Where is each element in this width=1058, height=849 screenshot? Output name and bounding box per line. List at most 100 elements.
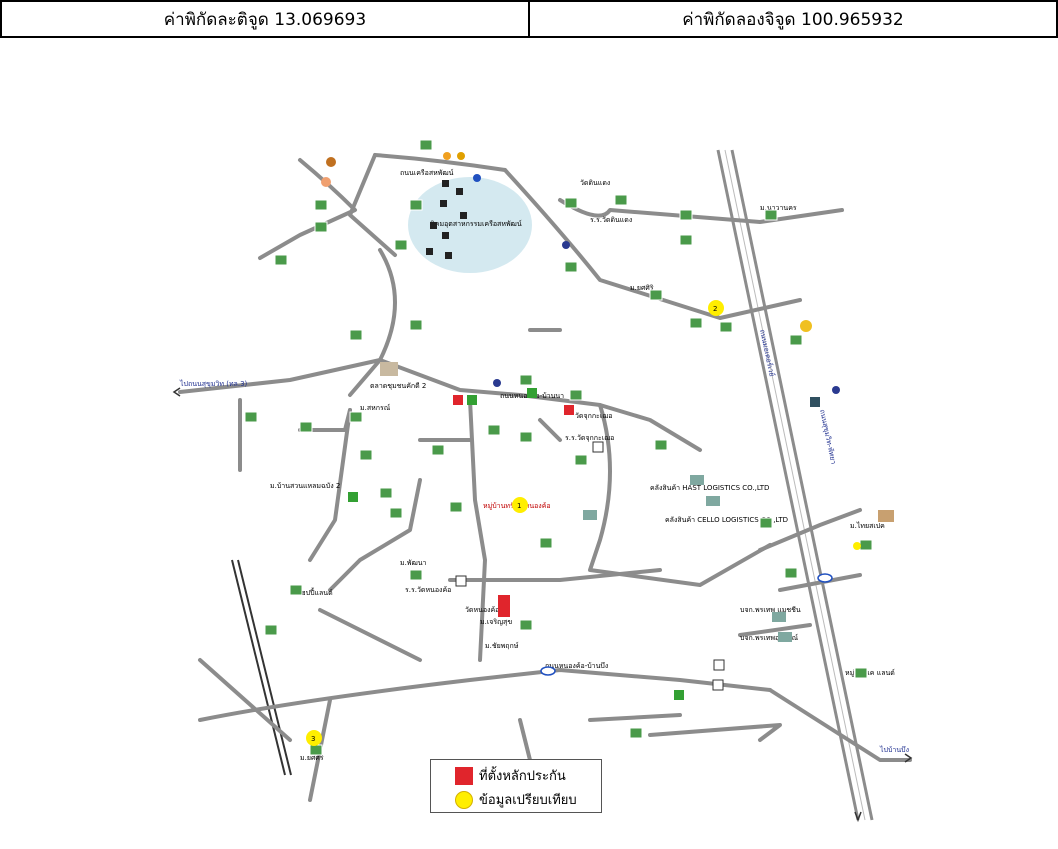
- coordinate-header: ค่าพิกัดละติจูด 13.069693 ค่าพิกัดลองจิจ…: [0, 0, 1058, 38]
- road-arrows: [172, 387, 913, 823]
- arrow-east: [904, 753, 913, 763]
- arrow-south: [854, 811, 862, 823]
- village-icon: [679, 234, 693, 246]
- village-icon: [519, 619, 533, 631]
- village-icon: [784, 567, 798, 579]
- thai-spec-label: ม.ไทยสเปค: [850, 521, 885, 530]
- warehouse-icon: [690, 475, 704, 485]
- pattaya-road-label: ถนนสุขุมวิท-พัทยา: [818, 409, 837, 465]
- village-icon: [314, 199, 328, 211]
- village-icon: [244, 411, 258, 423]
- happy-label: ม.แฮปปี้แลนด์: [290, 586, 333, 597]
- poi-icon: [321, 177, 331, 187]
- poi-icon: [674, 690, 684, 700]
- village-icon: [431, 444, 445, 456]
- comparable-marker-1: [512, 497, 528, 513]
- esso-icon: [540, 666, 556, 676]
- village-icon: [789, 334, 803, 346]
- school-icon: [712, 679, 724, 691]
- poi-icon: [467, 395, 477, 405]
- motorway-lines: [716, 149, 874, 821]
- warehouse-icon: [583, 510, 597, 520]
- village-icon: [629, 727, 643, 739]
- comparable-markers: 1 2 3: [306, 300, 861, 746]
- cello-logistics-label: คลังสินค้า CELLO LOGISTICS CO.,LTD: [665, 516, 788, 524]
- village-icon: [389, 507, 403, 519]
- yodsiri2-label: ม.ยศศิริ: [630, 284, 654, 292]
- village-icon: [679, 209, 693, 221]
- village-icon: [289, 584, 303, 596]
- village-icon: [419, 139, 433, 151]
- yodsiri-label: ม.ยศศิริ: [300, 754, 324, 762]
- wat-din-daeng-label: วัดดินแดง: [580, 179, 610, 187]
- village-icon: [654, 439, 668, 451]
- sahakorn-label: ม.สหกรณ์: [360, 404, 391, 412]
- arrow-west: [172, 387, 181, 397]
- village-icon: [614, 194, 628, 206]
- school-chukdet-label: ร.ร.วัดจุกกะเฌอ: [565, 434, 614, 442]
- legend-subject-label: ที่ตั้งหลักประกัน: [479, 769, 566, 784]
- factory-icon: [460, 212, 467, 219]
- legend-subject-swatch: [455, 766, 473, 785]
- village-icon: [309, 744, 323, 756]
- poi-icon: [810, 397, 820, 407]
- hast-logistics-label: คลังสินค้า HAST LOGISTICS CO.,LTD: [650, 484, 769, 492]
- village-icon: [564, 197, 578, 209]
- comparable-marker-3-number: 3: [311, 735, 315, 743]
- poi-icon: [326, 157, 336, 167]
- warehouse-icon: [706, 496, 720, 506]
- prapa2-label: บจก.พรเทพ แมชชีน: [740, 606, 801, 614]
- poi-icon: [473, 174, 481, 182]
- village-icon: [519, 431, 533, 443]
- village-icons: [244, 139, 873, 756]
- wat-nong-kho-label: วัดหนองค้อ: [465, 606, 499, 614]
- village-icon: [539, 537, 553, 549]
- village-icon: [519, 374, 533, 386]
- road-network: [178, 153, 912, 802]
- esso-icon: [817, 573, 833, 583]
- factory-icon: [445, 252, 452, 259]
- comparable-marker-3: [306, 730, 322, 746]
- factory-icon: [456, 188, 463, 195]
- poi-icon: [562, 241, 570, 249]
- ban-bueng-road-label: ถนนหนองค้อ-บ้านบึง: [545, 661, 608, 670]
- school-icon: [713, 659, 725, 671]
- k-village-label: หมู่บ้านเค แลนด์: [845, 669, 895, 677]
- latitude-cell: ค่าพิกัดละติจูด 13.069693: [0, 0, 530, 38]
- village-icon: [854, 667, 868, 679]
- ban-bueng-label: ไปบ้านบึง: [879, 745, 909, 754]
- village-icon: [314, 221, 328, 233]
- legend-subject-row: ที่ตั้งหลักประกัน: [431, 765, 566, 786]
- school-icon: [455, 575, 467, 587]
- village-icon: [649, 289, 663, 301]
- sahapat-road-label: ถนนเครือสหพัฒน์: [400, 169, 454, 177]
- factory-icon: [426, 248, 433, 255]
- nawa-nakhon-label: ม.นาวานคร: [760, 204, 797, 212]
- village-icon: [299, 421, 313, 433]
- railway: [231, 559, 292, 776]
- prapa-label: บจก.พรเทพอุปกรณ์: [740, 634, 799, 642]
- village-icon: [264, 624, 278, 636]
- legend-comparable-row: ข้อมูลเปรียบเทียบ: [431, 789, 577, 810]
- subject-property-marker: [498, 595, 510, 617]
- factory-icon: [442, 180, 449, 187]
- village-icon: [859, 539, 873, 551]
- reservoir-area: [408, 177, 532, 273]
- poi-icon: [527, 388, 537, 398]
- village-icon: [564, 261, 578, 273]
- baan-suan-label: ม.บ้านสวนแหลมฉบัง 2: [270, 482, 340, 490]
- market-label: ตลาดชุมชนคักดี 2: [370, 382, 426, 390]
- poi-icon: [832, 386, 840, 394]
- village-icon: [409, 199, 423, 211]
- village-icon: [487, 424, 501, 436]
- village-icon: [719, 321, 733, 333]
- poi-icon: [453, 395, 463, 405]
- sukhumvit-label: ไปถนนสุขุมวิท (ทล.3): [179, 379, 248, 388]
- legend-comparable-swatch: [455, 790, 473, 809]
- map-legend: ที่ตั้งหลักประกัน ข้อมูลเปรียบเทียบ: [430, 759, 602, 813]
- village-icon: [379, 487, 393, 499]
- poi-icon: [443, 152, 451, 160]
- chaiyaphruek-label: ม.ชัยพฤกษ์: [485, 642, 519, 650]
- village-icon: [274, 254, 288, 266]
